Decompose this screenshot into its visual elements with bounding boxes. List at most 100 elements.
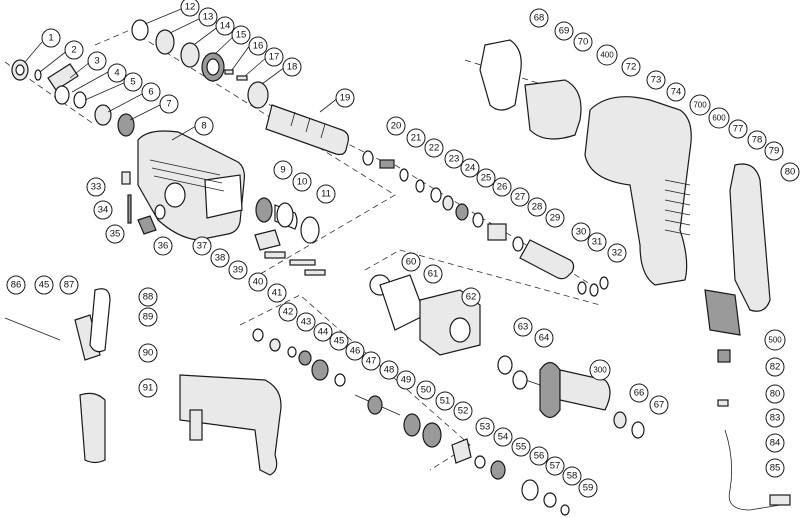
- callout-45-handle: 45: [34, 275, 54, 295]
- callout-61: 61: [423, 264, 443, 284]
- stator-400-and-baffle-68: [479, 39, 582, 140]
- callout-26: 26: [492, 177, 512, 197]
- callout-label: 34: [98, 205, 109, 216]
- part-4-washer: [54, 85, 70, 105]
- callout-91: 91: [138, 378, 158, 398]
- callout-3: 3: [87, 51, 107, 71]
- callout-35: 35: [105, 224, 125, 244]
- callout-label: 82: [770, 362, 781, 373]
- callout-80-upper: 80: [780, 162, 800, 182]
- callout-label: 500: [768, 336, 782, 345]
- callout-label: 44: [318, 327, 329, 338]
- callout-label: 22: [429, 143, 440, 154]
- callout-57: 57: [545, 456, 565, 476]
- callout-label: 74: [671, 87, 682, 98]
- callout-4: 4: [107, 63, 127, 83]
- callout-label: 39: [233, 265, 244, 276]
- side-handle-86-91: [4, 288, 111, 464]
- callout-6: 6: [141, 82, 161, 102]
- callout-24: 24: [460, 158, 480, 178]
- callout-label: 29: [550, 213, 561, 224]
- armature-300: [497, 355, 645, 439]
- callout-label: 13: [203, 12, 214, 23]
- callout-label: 40: [253, 277, 264, 288]
- callout-31: 31: [587, 232, 607, 252]
- callout-700: 700: [689, 94, 711, 116]
- callout-label: 38: [215, 253, 226, 264]
- callout-label: 9: [280, 165, 285, 176]
- callout-44: 44: [313, 322, 333, 342]
- callout-20: 20: [386, 116, 406, 136]
- callout-86: 86: [6, 275, 26, 295]
- callout-23: 23: [444, 149, 464, 169]
- callout-label: 41: [272, 288, 283, 299]
- callout-label: 52: [458, 406, 469, 417]
- callout-label: 7: [166, 99, 171, 110]
- callout-83: 83: [765, 408, 785, 428]
- callout-label: 70: [578, 37, 589, 48]
- assembled-drill-view: [179, 374, 282, 476]
- callout-55: 55: [511, 437, 531, 457]
- callout-label: 1: [48, 33, 53, 44]
- callout-47: 47: [361, 351, 381, 371]
- callout-68: 68: [529, 8, 549, 28]
- callout-74: 74: [666, 82, 686, 102]
- gear-train-42-59: [252, 328, 570, 516]
- field-coil-62: [369, 274, 481, 356]
- callout-79: 79: [764, 141, 784, 161]
- callout-label: 68: [534, 13, 545, 24]
- callout-14: 14: [215, 16, 235, 36]
- front-cap-assembly: [11, 59, 135, 137]
- callout-label: 11: [321, 189, 331, 200]
- callout-66: 66: [629, 383, 649, 403]
- callout-label: 43: [301, 317, 312, 328]
- callout-22: 22: [424, 138, 444, 158]
- callout-30: 30: [571, 222, 591, 242]
- callout-label: 21: [411, 133, 422, 144]
- callout-label: 36: [158, 241, 169, 252]
- callout-label: 2: [71, 45, 76, 56]
- callout-label: 51: [440, 396, 451, 407]
- callout-label: 600: [712, 114, 726, 123]
- callout-62: 62: [461, 287, 481, 307]
- callout-60: 60: [401, 252, 421, 272]
- callout-40: 40: [248, 272, 268, 292]
- callout-54: 54: [493, 427, 513, 447]
- callout-label: 73: [651, 75, 662, 86]
- callout-89: 89: [138, 307, 158, 327]
- callout-37: 37: [192, 236, 212, 256]
- callout-label: 47: [366, 356, 377, 367]
- callout-label: 67: [654, 400, 665, 411]
- callout-29: 29: [545, 208, 565, 228]
- callout-56: 56: [529, 446, 549, 466]
- callout-500: 500: [764, 329, 786, 351]
- callout-41: 41: [267, 283, 287, 303]
- callout-38: 38: [210, 248, 230, 268]
- callout-36: 36: [153, 236, 173, 256]
- callout-50: 50: [416, 380, 436, 400]
- callout-600: 600: [708, 107, 730, 129]
- callout-label: 30: [576, 227, 587, 238]
- callout-label: 15: [236, 30, 247, 41]
- callout-label: 20: [391, 121, 402, 132]
- callout-48: 48: [379, 360, 399, 380]
- callout-78: 78: [747, 130, 767, 150]
- callout-53: 53: [475, 417, 495, 437]
- callout-label: 45: [39, 280, 50, 291]
- callout-label: 77: [733, 124, 744, 135]
- callout-52: 52: [453, 401, 473, 421]
- callout-69: 69: [554, 21, 574, 41]
- callout-label: 72: [626, 62, 637, 73]
- callout-label: 84: [770, 438, 781, 449]
- callout-45-gear: 45: [329, 331, 349, 351]
- callout-label: 58: [567, 471, 578, 482]
- callout-label: 3: [94, 56, 99, 67]
- gear-housing-part-8: [137, 130, 245, 241]
- callout-28: 28: [527, 197, 547, 217]
- part-6-ring: [94, 104, 112, 126]
- leader-lines: [24, 6, 339, 141]
- callout-84: 84: [765, 433, 785, 453]
- callout-label: 23: [449, 154, 460, 165]
- callout-label: 26: [497, 182, 508, 193]
- callout-15: 15: [231, 25, 251, 45]
